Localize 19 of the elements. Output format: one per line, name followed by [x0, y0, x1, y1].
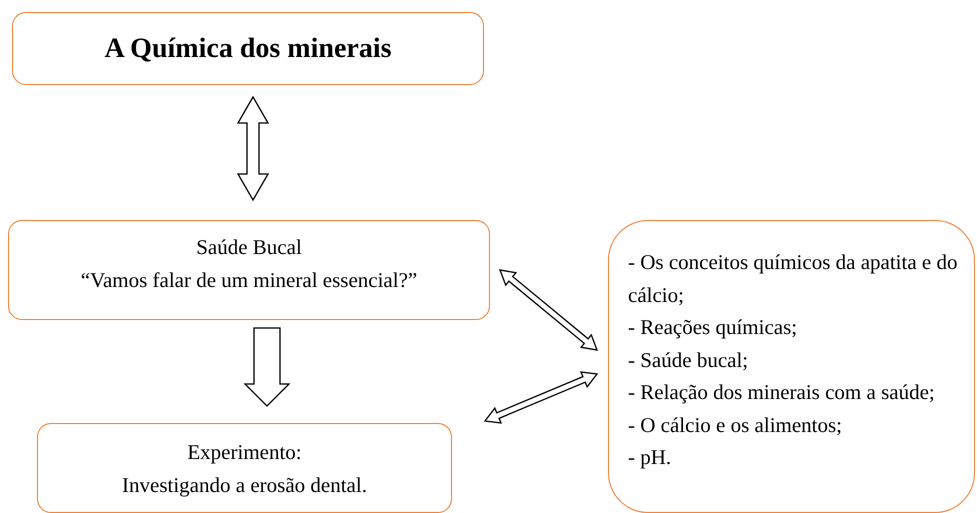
- double-outline-arrow: [498, 269, 598, 351]
- double-outline-arrow: [484, 371, 598, 424]
- text-box: [8, 220, 490, 320]
- list-item: - Saúde bucal;: [628, 346, 750, 374]
- title-text: A Química dos minerais: [103, 32, 392, 65]
- list-item: - Reações químicas;: [628, 314, 798, 341]
- double-outline-arrow: [243, 327, 291, 407]
- box-text: Experimento:: [186, 439, 303, 466]
- double-outline-arrow: [236, 96, 270, 202]
- list-item: - O cálcio e os alimentos;: [628, 412, 844, 438]
- box-text: Saúde Bucal: [195, 234, 303, 261]
- text-box: [37, 423, 452, 513]
- list-item: - pH.: [628, 444, 672, 471]
- text-box: [608, 220, 975, 513]
- list-item: - Relação dos minerais com a saúde;: [628, 379, 936, 406]
- list-item: - Os conceitos químicos da apatita e do cálcio;: [628, 249, 958, 308]
- box-text: Investigando a erosão dental.: [121, 472, 368, 499]
- box-text: “Vamos falar de um mineral essencial?”: [80, 267, 418, 294]
- text-box: [12, 12, 484, 85]
